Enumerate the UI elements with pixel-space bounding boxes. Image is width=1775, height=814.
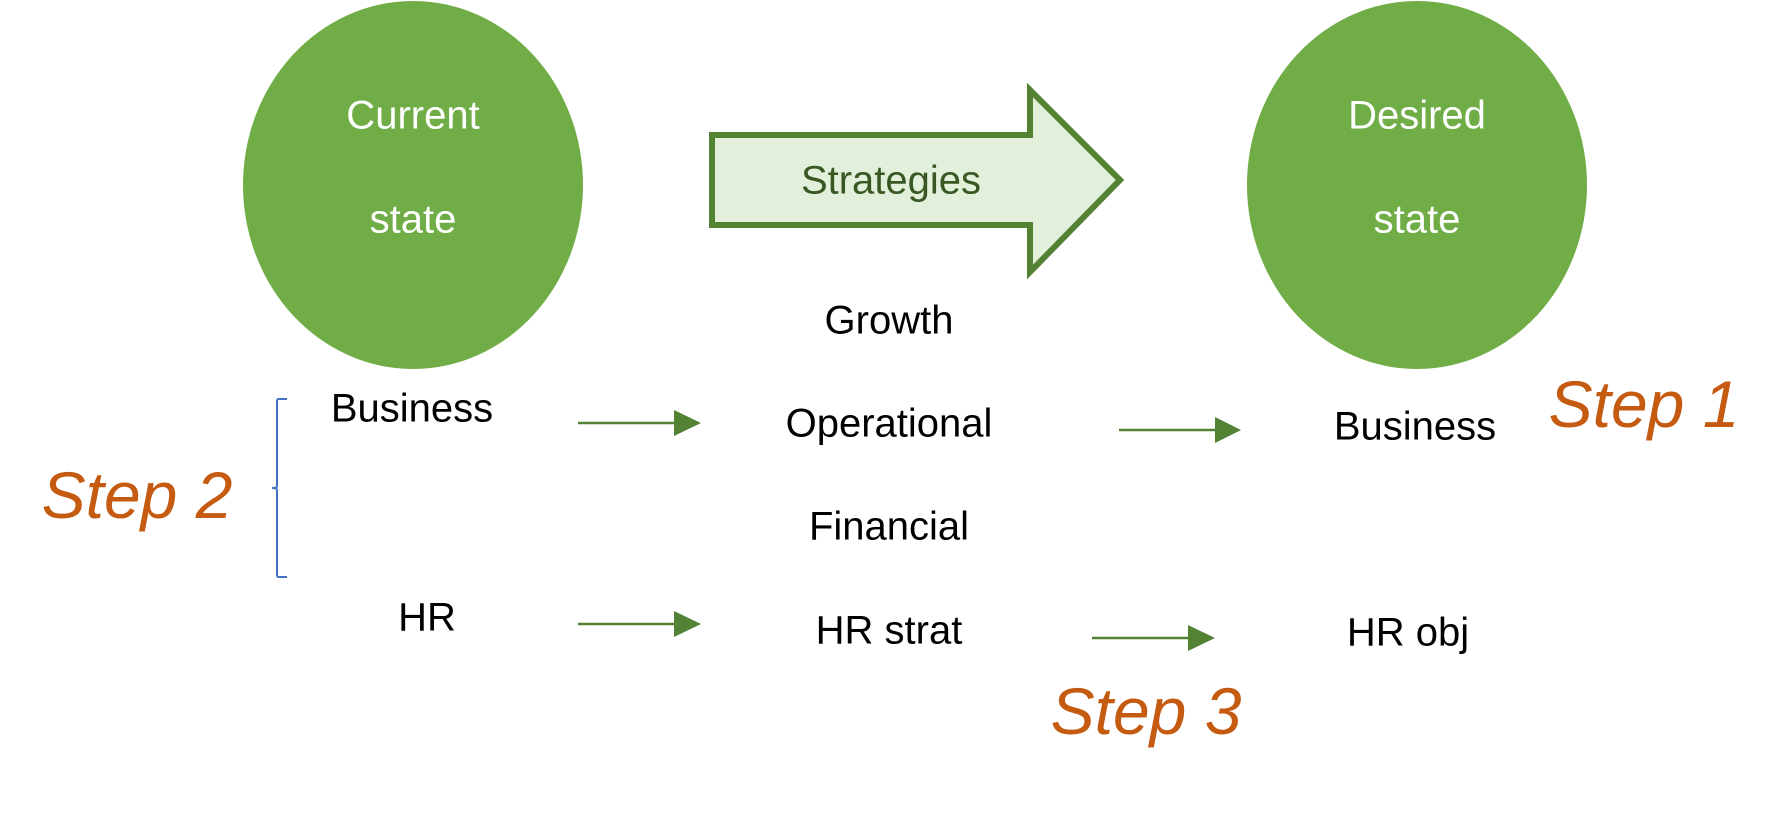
hr-obj-label: HR obj xyxy=(1346,610,1470,655)
arrow-operational-to-business xyxy=(1119,417,1241,443)
desired-business-label: Business xyxy=(1333,404,1497,449)
strategies-block-arrow xyxy=(709,82,1125,280)
current-state-label-line1: Current xyxy=(346,93,480,138)
strategies-label: Strategies xyxy=(800,158,982,203)
arrow-hr-to-hr-strat xyxy=(578,611,701,637)
step2-bracket xyxy=(271,398,287,578)
financial-label: Financial xyxy=(808,504,970,549)
desired-state-label-line1: Desired xyxy=(1348,93,1486,138)
desired-state-circle xyxy=(1247,1,1587,369)
step1-label: Step 1 xyxy=(1548,367,1740,441)
hr-strat-label: HR strat xyxy=(815,608,963,653)
operational-label: Operational xyxy=(785,401,993,446)
growth-label: Growth xyxy=(824,298,954,343)
current-state-circle xyxy=(243,1,583,369)
current-hr-label: HR xyxy=(398,595,456,640)
current-business-label: Business xyxy=(330,386,494,431)
step2-label: Step 2 xyxy=(41,458,233,532)
arrow-business-to-operational xyxy=(578,410,701,436)
current-state-label-line2: state xyxy=(369,197,457,242)
step3-label: Step 3 xyxy=(1050,674,1242,748)
desired-state-label-line2: state xyxy=(1373,197,1461,242)
arrow-hr-strat-to-hr-obj xyxy=(1092,625,1215,651)
